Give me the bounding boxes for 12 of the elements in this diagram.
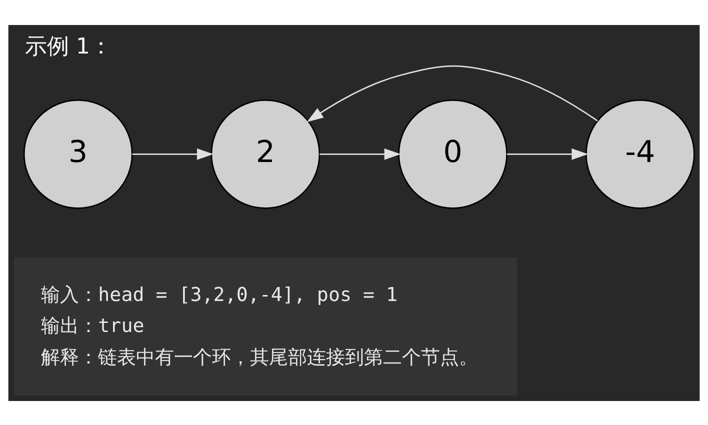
label: 输出：true [41,314,144,337]
node-circle: -4 [585,98,695,208]
arrow [132,148,214,160]
diagram-title: 示例 1： [25,34,112,59]
arrow [306,64,598,122]
arrow [506,148,588,160]
node-circle: 3 [23,98,133,208]
node-circle: 2 [210,98,320,208]
arrow [320,148,401,160]
label: 输入：head = [3,2,0,-4], pos = 1 [41,282,398,306]
node-circle: 0 [398,98,508,208]
label: 解释：链表中有一个环，其尾部连接到第二个节点。 [41,345,478,368]
